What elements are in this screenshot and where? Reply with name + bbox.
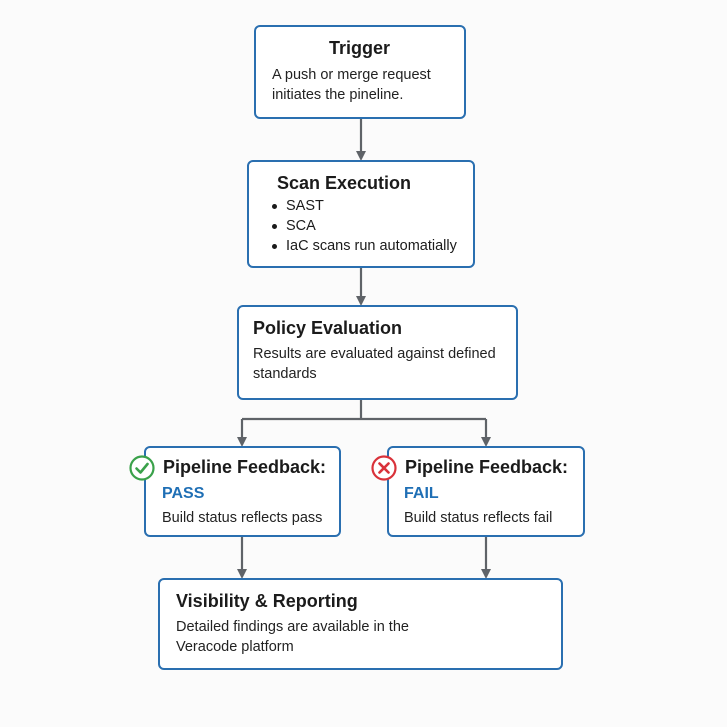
feedback-pass-description: Build status reflects pass xyxy=(162,508,322,528)
scan-type-item: SAST xyxy=(272,196,457,216)
trigger-title: Trigger xyxy=(328,38,390,58)
scan-type-list: SAST SCA IaC scans run automatially xyxy=(272,196,457,256)
policy-evaluation-title: Policy Evaluation xyxy=(253,318,403,338)
check-circle-icon xyxy=(129,455,155,481)
feedback-fail-title: Pipeline Feedback: xyxy=(405,457,569,477)
scan-execution-box: Scan Execution SAST SCA IaC scans run au… xyxy=(247,160,475,268)
trigger-box: Trigger A push or merge request initiate… xyxy=(254,25,466,119)
policy-evaluation-description: Results are evaluated against defined st… xyxy=(253,344,496,384)
visibility-reporting-box: Visibility & Reporting Detailed findings… xyxy=(158,578,563,670)
feedback-fail-description: Build status reflects fail xyxy=(404,508,552,528)
pipeline-feedback-pass-box: Pipeline Feedback: PASS Build status ref… xyxy=(144,446,341,537)
feedback-fail-desc-line: Build status reflects fail xyxy=(404,510,553,526)
arrow-policy-split xyxy=(242,400,486,421)
scan-type-item: SCA xyxy=(272,216,457,236)
visibility-reporting-title: Visibility & Reporting xyxy=(176,591,358,611)
policy-desc-line: Results are evaluated against defined xyxy=(253,346,496,362)
visibility-reporting-description: Detailed findings are available in the V… xyxy=(176,617,409,657)
scan-execution-title: Scan Execution xyxy=(277,173,412,193)
reporting-desc-line: Veracode platform xyxy=(176,639,294,655)
feedback-pass-status: PASS xyxy=(162,485,205,502)
reporting-desc-line: Detailed findings are available in the xyxy=(176,619,409,635)
x-circle-icon xyxy=(371,455,397,481)
policy-evaluation-box: Policy Evaluation Results are evaluated … xyxy=(237,305,518,400)
pipeline-feedback-fail-box: Pipeline Feedback: FAIL Build status ref… xyxy=(387,446,585,537)
feedback-pass-title: Pipeline Feedback: xyxy=(163,457,327,477)
trigger-desc-line: A push or merge request xyxy=(272,67,431,83)
scan-type-item: IaC scans run automatially xyxy=(272,236,457,256)
trigger-desc-line: initiates the pineline. xyxy=(272,87,404,103)
trigger-description: A push or merge request initiates the pi… xyxy=(272,65,431,105)
policy-desc-line: standards xyxy=(253,366,317,382)
feedback-fail-status: FAIL xyxy=(404,485,439,502)
feedback-pass-desc-line: Build status reflects pass xyxy=(162,510,323,526)
